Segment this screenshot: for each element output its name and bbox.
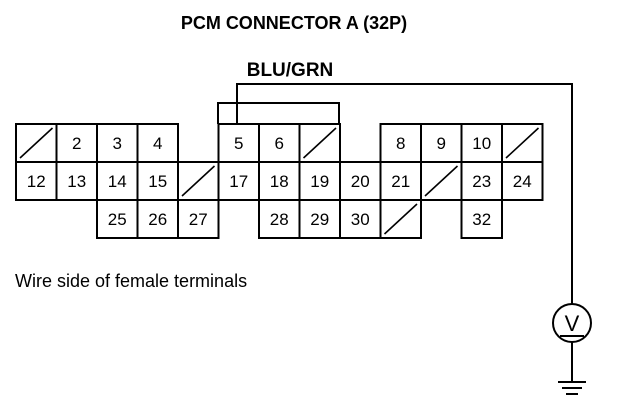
terminal-pin-25: 25 [96,199,139,239]
terminal-empty [501,123,544,163]
diagram-title: PCM CONNECTOR A (32P) [181,13,407,33]
pin-number: 21 [391,172,410,191]
pin-5-highlight-frame [217,102,340,124]
pin-number: 20 [351,172,370,191]
pin-number: 24 [513,172,532,191]
terminal-pin-4: 4 [136,123,179,163]
pin-number: 30 [351,210,370,229]
terminal-empty [298,123,341,163]
pin-number: 26 [148,210,167,229]
pin-number: 10 [472,134,491,153]
terminal-pin-27: 27 [177,199,220,239]
terminal-pin-3: 3 [96,123,139,163]
terminal-pin-2: 2 [55,123,98,163]
pin-number: 32 [472,210,491,229]
terminal-pin-19: 19 [298,161,341,201]
terminal-pin-6: 6 [258,123,301,163]
terminal-side-caption: Wire side of female terminals [15,271,247,291]
terminal-pin-15: 15 [136,161,179,201]
pin-number: 9 [437,134,446,153]
terminal-pin-29: 29 [298,199,341,239]
terminal-pin-20: 20 [339,161,382,201]
terminal-pin-18: 18 [258,161,301,201]
pin-number: 25 [108,210,127,229]
pin-number: 23 [472,172,491,191]
test-lead-wire [236,83,573,304]
terminal-empty [15,123,58,163]
pin-number: 13 [67,172,86,191]
pin-number: 5 [234,134,243,153]
terminal-pin-14: 14 [96,161,139,201]
terminal-pin-26: 26 [136,199,179,239]
terminal-empty [379,199,422,239]
pin-number: 2 [72,134,81,153]
wire-color-label: BLU/GRN [247,60,334,81]
pin-number: 15 [148,172,167,191]
terminal-pin-13: 13 [55,161,98,201]
pin-number: 19 [310,172,329,191]
terminal-pin-17: 17 [217,161,260,201]
terminal-pin-23: 23 [460,161,503,201]
ground-icon [558,381,586,395]
pin-number: 8 [396,134,405,153]
pin-number: 3 [113,134,122,153]
pin-number: 12 [27,172,46,191]
terminal-pin-5: 5 [217,123,260,163]
terminal-empty [420,161,463,201]
terminal-pin-12: 12 [15,161,58,201]
terminal-pin-8: 8 [379,123,422,163]
pin-number: 18 [270,172,289,191]
voltmeter-icon: V [552,303,592,343]
pin-number: 14 [108,172,127,191]
terminal-pin-30: 30 [339,199,382,239]
terminal-pin-24: 24 [501,161,544,201]
terminal-empty [177,161,220,201]
terminal-pin-32: 32 [460,199,503,239]
pin-number: 28 [270,210,289,229]
pin-number: 17 [229,172,248,191]
terminal-pin-10: 10 [460,123,503,163]
terminal-pin-9: 9 [420,123,463,163]
pin-number: 27 [189,210,208,229]
terminal-pin-28: 28 [258,199,301,239]
pin-number: 4 [153,134,162,153]
pin-number: 6 [275,134,284,153]
terminal-pin-21: 21 [379,161,422,201]
pin-number: 29 [310,210,329,229]
voltmeter-symbol: V [565,311,580,336]
